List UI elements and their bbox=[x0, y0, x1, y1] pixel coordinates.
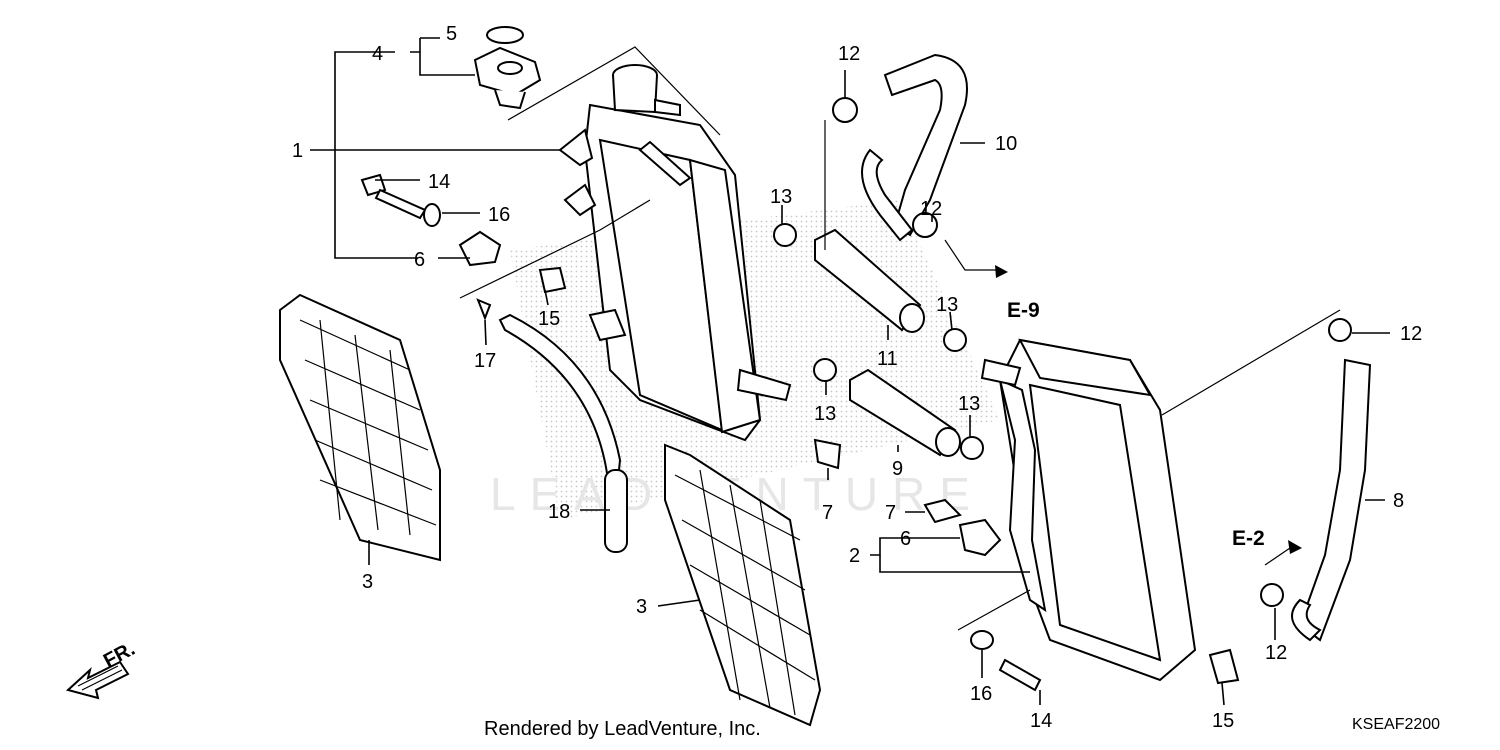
callouts: 1 2 3 3 4 5 6 6 7 7 8 9 10 11 12 12 12 1… bbox=[292, 23, 1422, 732]
callout-14b: 14 bbox=[1030, 710, 1052, 732]
hose-9 bbox=[849, 368, 961, 457]
callout-10: 10 bbox=[995, 133, 1017, 155]
callout-15a: 15 bbox=[538, 308, 560, 330]
hose-8 bbox=[1291, 358, 1372, 642]
callout-1: 1 bbox=[292, 140, 303, 162]
callout-11: 11 bbox=[877, 348, 898, 370]
callout-8: 8 bbox=[1393, 490, 1404, 512]
left-radiator bbox=[558, 64, 792, 442]
ref-e9: E-9 bbox=[1007, 299, 1040, 322]
cross-references: E-9 E-2 bbox=[995, 265, 1302, 554]
callout-2: 2 bbox=[849, 545, 860, 567]
callout-14a: 14 bbox=[428, 171, 450, 193]
callout-13b: 13 bbox=[936, 294, 958, 316]
right-shroud bbox=[664, 443, 822, 727]
left-shroud bbox=[279, 293, 441, 562]
callout-18: 18 bbox=[548, 501, 570, 523]
callout-3a: 3 bbox=[362, 571, 373, 593]
callout-16b: 16 bbox=[970, 683, 992, 705]
callout-12a: 12 bbox=[838, 43, 860, 65]
hose-18 bbox=[498, 313, 628, 553]
footer-credit: Rendered by LeadVenture, Inc. bbox=[484, 718, 761, 740]
callout-12c: 12 bbox=[1400, 323, 1422, 345]
callout-6a: 6 bbox=[414, 249, 425, 271]
radiator-cap bbox=[473, 26, 542, 110]
right-radiator bbox=[980, 338, 1197, 682]
callout-12d: 12 bbox=[1265, 642, 1287, 664]
callout-13c: 13 bbox=[814, 403, 836, 425]
callout-12b: 12 bbox=[920, 198, 942, 220]
callout-13d: 13 bbox=[958, 393, 980, 415]
callout-3b: 3 bbox=[636, 596, 647, 618]
callout-7a: 7 bbox=[822, 502, 833, 524]
diagram-code: KSEAF2200 bbox=[1352, 716, 1441, 733]
callout-17: 17 bbox=[474, 350, 496, 372]
clamps bbox=[773, 97, 1352, 607]
direction-label: FR. bbox=[100, 638, 139, 673]
callout-5: 5 bbox=[446, 23, 457, 45]
ref-e2: E-2 bbox=[1232, 527, 1265, 550]
front-direction-arrow: FR. bbox=[65, 638, 139, 700]
callout-15b: 15 bbox=[1212, 710, 1234, 732]
callout-7b: 7 bbox=[885, 502, 896, 524]
leader-lines bbox=[310, 37, 1390, 706]
callout-4: 4 bbox=[372, 43, 383, 65]
callout-6b: 6 bbox=[900, 528, 911, 550]
callout-16a: 16 bbox=[488, 204, 510, 226]
callout-13a: 13 bbox=[770, 186, 792, 208]
callout-9: 9 bbox=[892, 458, 903, 480]
bolts-and-washers bbox=[360, 173, 1240, 692]
hose-10 bbox=[861, 53, 968, 242]
hose-11 bbox=[814, 228, 925, 333]
